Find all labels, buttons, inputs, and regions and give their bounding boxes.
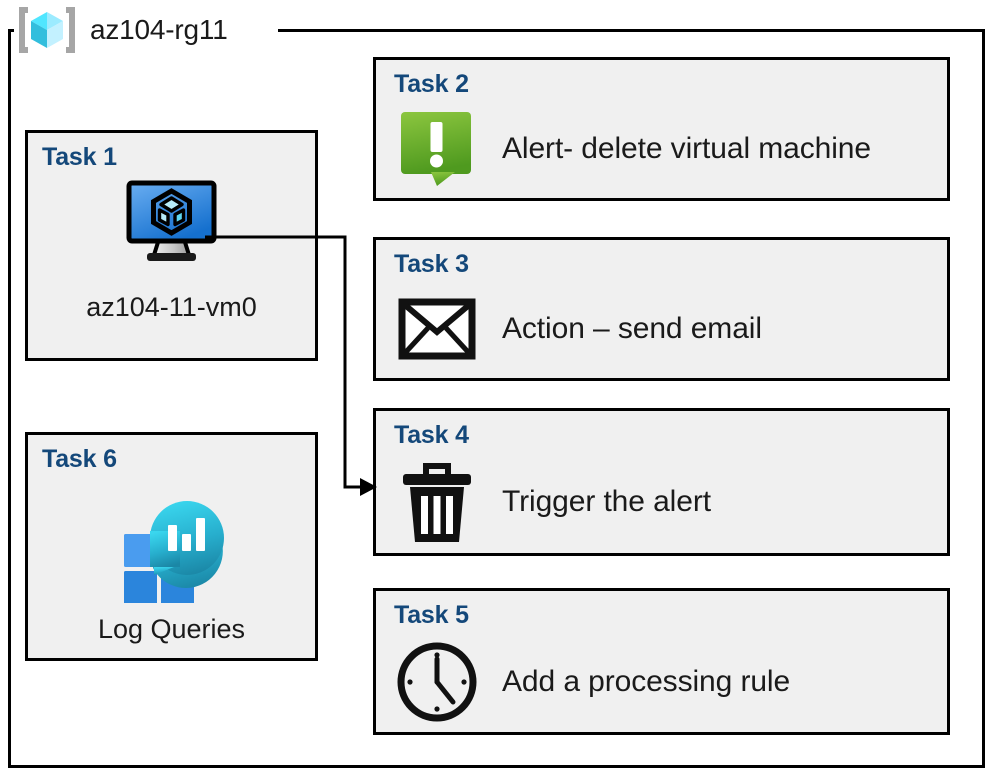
card-task-1-label: Task 1: [42, 143, 117, 171]
card-task-6-caption: Log Queries: [97, 614, 246, 644]
card-task-5-body: Add a processing rule: [394, 635, 937, 728]
card-task-2-text: Alert- delete virtual machine: [502, 132, 871, 165]
card-task-5-text: Add a processing rule: [502, 664, 791, 698]
envelope-icon: [394, 298, 480, 360]
card-task-5[interactable]: Task 5 Add a processing rule: [373, 588, 950, 735]
card-task-3[interactable]: Task 3 Action – send email: [373, 237, 950, 381]
azure-resource-group-cube-icon: [14, 4, 80, 56]
resource-group-title: az104-rg11: [90, 14, 228, 45]
trash-can-icon: [394, 460, 480, 544]
card-task-3-body: Action – send email: [394, 284, 937, 374]
clock-icon: [394, 640, 480, 724]
card-task-4-label: Task 4: [394, 421, 469, 449]
log-analytics-icon: [114, 493, 229, 608]
card-task-3-label: Task 3: [394, 250, 469, 278]
card-task-6-body: Log Queries: [28, 483, 315, 658]
alert-exclamation-bubble-icon: [394, 110, 480, 188]
virtual-machine-monitor-icon: [123, 179, 220, 270]
card-task-2[interactable]: Task 2 Alert- delete virtual machine: [373, 57, 950, 201]
card-task-3-text: Action – send email: [502, 312, 762, 345]
resource-group-header: az104-rg11: [14, 2, 236, 58]
card-task-1[interactable]: Task 1: [25, 130, 318, 361]
resource-group-frame: [8, 30, 985, 768]
card-task-6-label: Task 6: [42, 445, 117, 473]
card-task-6[interactable]: Task 6: [25, 432, 318, 661]
card-task-2-label: Task 2: [394, 70, 469, 98]
card-task-4-text: Trigger the alert: [502, 485, 711, 518]
resource-group-frame-top-right-segment: [278, 29, 985, 32]
card-task-2-body: Alert- delete virtual machine: [394, 104, 937, 194]
card-task-1-caption: az104-11-vm0: [86, 292, 257, 322]
card-task-5-label: Task 5: [394, 601, 469, 629]
card-task-1-body: az104-11-vm0: [28, 179, 315, 358]
card-task-4[interactable]: Task 4 Trigger the alert: [373, 408, 950, 556]
card-task-4-body: Trigger the alert: [394, 455, 937, 549]
